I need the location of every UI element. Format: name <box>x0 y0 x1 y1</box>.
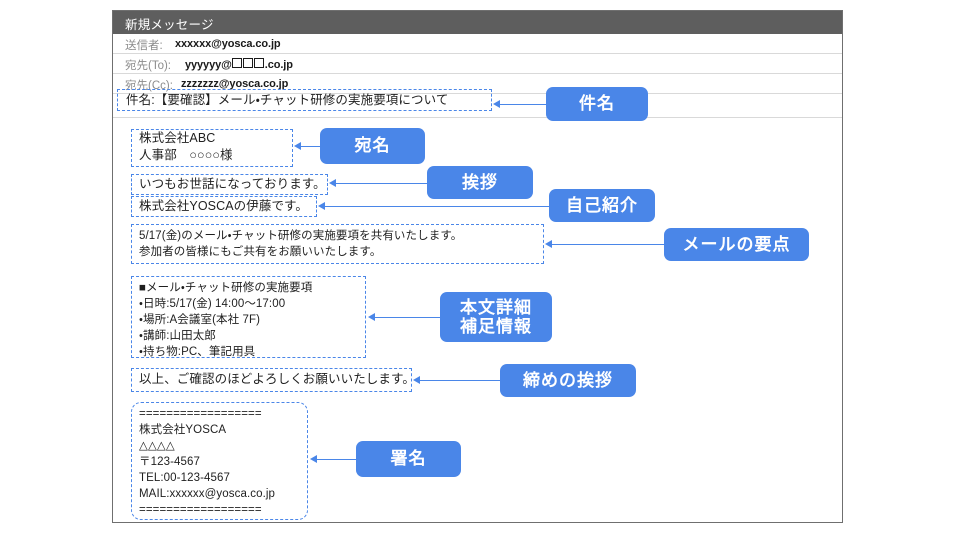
header-row-subject <box>113 94 842 118</box>
callout-label-signature: 署名 <box>390 449 427 469</box>
callout-badge-address[interactable]: 宛名 <box>320 128 425 164</box>
callout-label-subject: 件名 <box>579 94 615 114</box>
address-text[interactable]: 株式会社ABC 人事部 ○○○○様 <box>139 131 233 162</box>
arrowhead-details-icon <box>368 313 375 321</box>
callout-label-address: 宛名 <box>354 136 391 156</box>
highlight-box-closing <box>131 368 412 392</box>
signature-text[interactable]: ================== 株式会社YOSCA △△△△ 〒123-4… <box>139 408 276 516</box>
callout-label-self-intro: 自己紹介 <box>566 195 638 215</box>
callout-label-greeting: 挨拶 <box>462 172 498 192</box>
callout-label-closing: 締めの挨拶 <box>523 370 613 390</box>
arrowhead-main-point-icon <box>545 240 552 248</box>
from-label: 送信者: <box>125 40 163 52</box>
connector-details <box>374 317 441 318</box>
masked-char-box-icon <box>243 58 254 68</box>
closing-text[interactable]: 以上、ご確認のほどよろしくお願いいたします。 <box>139 372 415 386</box>
connector-greeting <box>335 183 429 184</box>
to-value-prefix: yyyyyy@ <box>185 59 232 71</box>
connector-address <box>300 146 322 147</box>
callout-badge-greeting[interactable]: 挨拶 <box>427 166 533 199</box>
arrowhead-greeting-icon <box>329 179 336 187</box>
mail-compose-window: 新規メッセージ 送信者: xxxxxx@yosca.co.jp 宛先(To): … <box>112 10 843 523</box>
header-row-cc: 宛先(Cc): zzzzzzz@yosca.co.jp <box>113 74 842 94</box>
window-titlebar: 新規メッセージ <box>113 11 842 34</box>
callout-badge-main-point[interactable]: メールの要点 <box>664 228 809 261</box>
highlight-box-greeting <box>131 174 328 195</box>
self-intro-text[interactable]: 株式会社YOSCAの伊藤です。 <box>139 199 309 213</box>
header-row-to: 宛先(To): yyyyyy@ .co.jp <box>113 54 842 74</box>
connector-signature <box>316 459 360 460</box>
window-title: 新規メッセージ <box>125 18 214 32</box>
arrowhead-address-icon <box>294 142 301 150</box>
highlight-box-main-point <box>131 224 544 264</box>
callout-badge-details[interactable]: 本文詳細 補足情報 <box>440 292 552 342</box>
connector-self-intro <box>324 206 551 207</box>
callout-badge-subject[interactable]: 件名 <box>546 87 648 121</box>
arrowhead-signature-icon <box>310 455 317 463</box>
callout-label-details: 本文詳細 補足情報 <box>460 297 532 336</box>
arrowhead-subject-icon <box>493 100 500 108</box>
to-label: 宛先(To): <box>125 60 171 72</box>
callout-badge-closing[interactable]: 締めの挨拶 <box>500 364 636 397</box>
greeting-text[interactable]: いつもお世話になっております。 <box>139 177 326 191</box>
callout-label-main-point: メールの要点 <box>682 234 791 254</box>
subject-text[interactable]: 件名:【要確認】メール・チャット研修の実施要項について <box>126 93 449 107</box>
to-value-suffix: .co.jp <box>264 59 293 71</box>
arrowhead-closing-icon <box>413 376 420 384</box>
highlight-box-signature <box>131 402 308 520</box>
connector-closing <box>419 380 502 381</box>
highlight-box-subject <box>117 89 492 111</box>
cc-value[interactable]: zzzzzzz@yosca.co.jp <box>181 78 289 90</box>
connector-subject <box>500 104 548 105</box>
highlight-box-details <box>131 276 366 358</box>
callout-badge-self-intro[interactable]: 自己紹介 <box>549 189 655 222</box>
connector-main-point <box>551 244 667 245</box>
callout-badge-signature[interactable]: 署名 <box>356 441 461 477</box>
to-value[interactable]: yyyyyy@ .co.jp <box>185 58 293 71</box>
header-row-from: 送信者: xxxxxx@yosca.co.jp <box>113 34 842 54</box>
masked-char-box-icon <box>254 58 265 68</box>
details-text[interactable]: ■メール・チャット研修の実施要項 ・日時:5/17(金) 14:00〜17:00… <box>139 282 313 358</box>
masked-char-box-icon <box>232 58 243 68</box>
main-point-text[interactable]: 5/17(金)のメール・チャット研修の実施要項を共有いたします。 参加者の皆様に… <box>139 230 463 258</box>
highlight-box-address <box>131 129 293 167</box>
arrowhead-self-intro-icon <box>318 202 325 210</box>
highlight-box-self-intro <box>131 196 317 217</box>
from-value[interactable]: xxxxxx@yosca.co.jp <box>175 38 281 50</box>
